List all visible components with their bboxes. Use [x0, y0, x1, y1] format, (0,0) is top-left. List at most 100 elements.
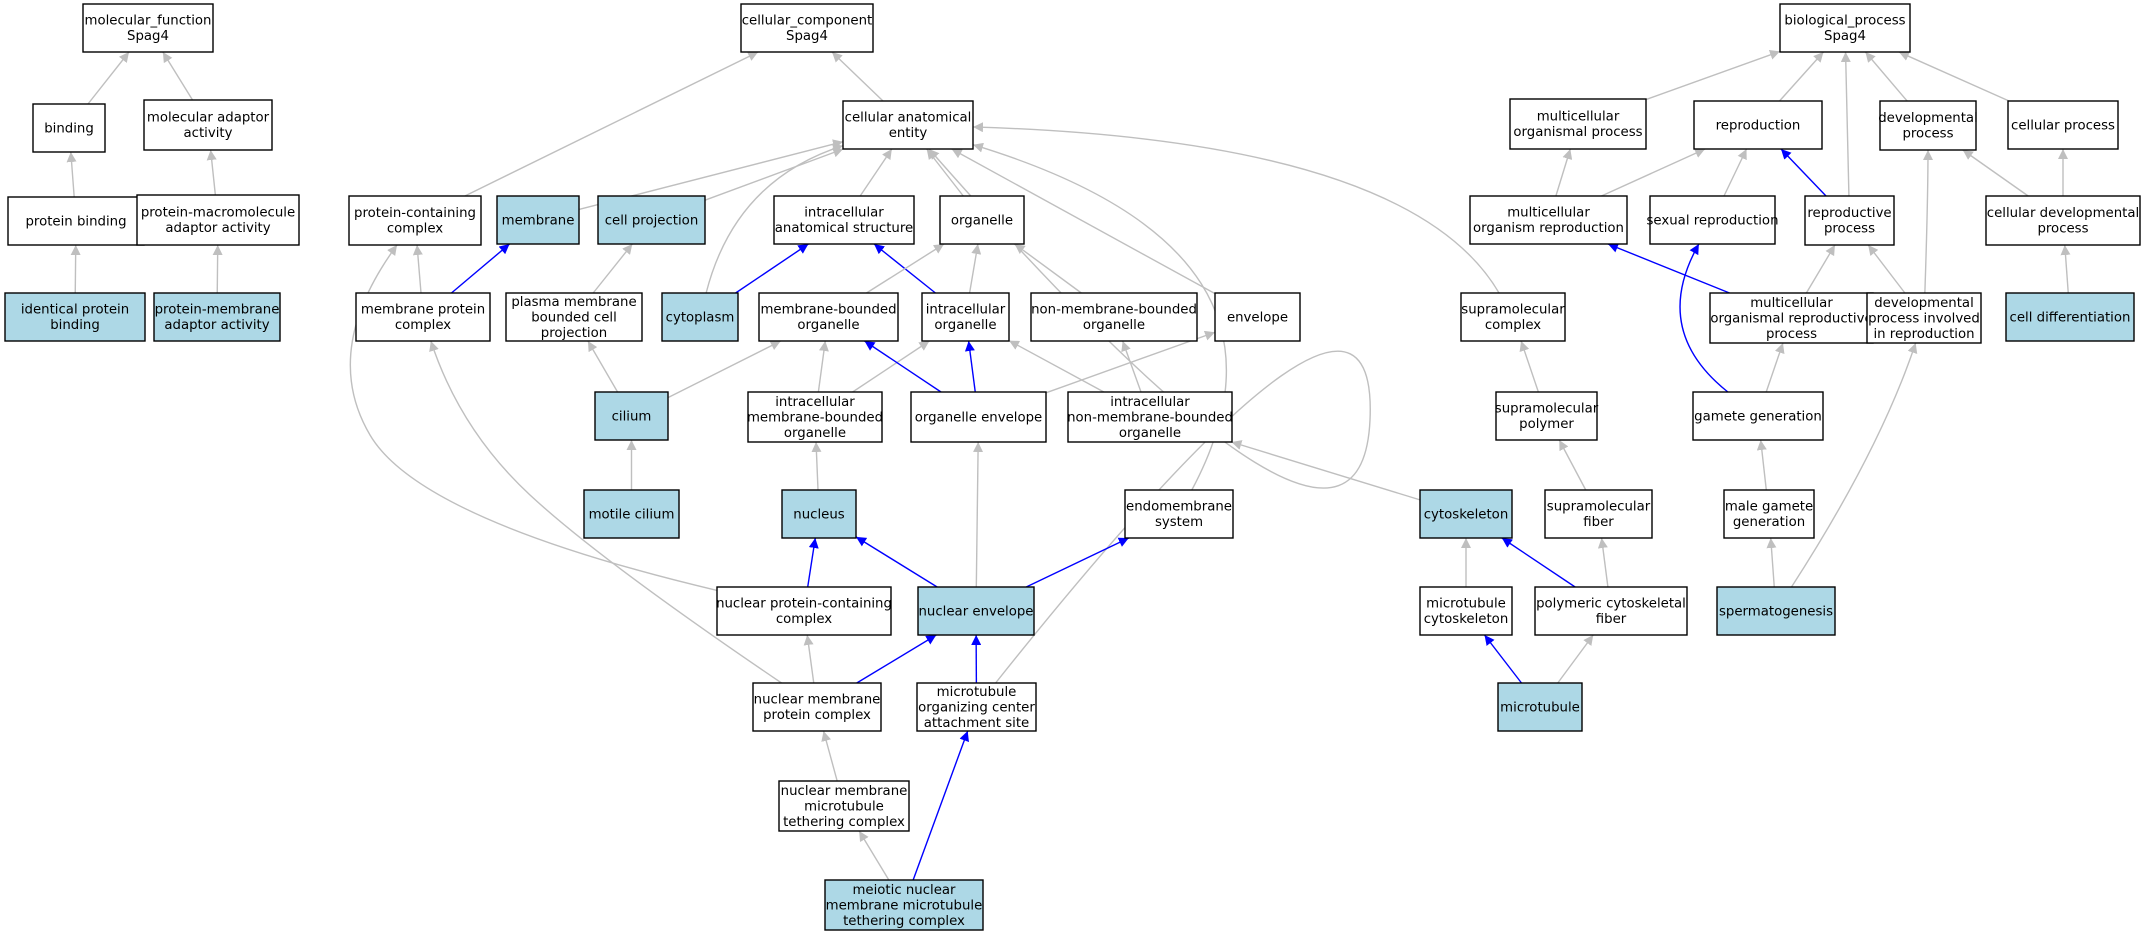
node-label-line: cytoplasm	[666, 310, 735, 325]
go-term-node-reproduction[interactable]: reproduction	[1693, 100, 1823, 150]
go-term-node-envelope[interactable]: envelope	[1214, 292, 1301, 342]
is-a-edge	[162, 51, 194, 101]
part-of-edge	[1501, 537, 1576, 588]
go-term-node-cytoskeleton[interactable]: cytoskeleton	[1419, 489, 1513, 539]
is-a-edge	[1805, 244, 1836, 294]
node-box	[4, 292, 146, 342]
is-a-edge	[704, 147, 844, 201]
node-label-line: supramolecular	[1547, 500, 1651, 515]
go-term-node-binding[interactable]: binding	[32, 103, 106, 153]
node-label-line: nuclear membrane	[754, 693, 881, 708]
part-of-edge	[1483, 634, 1523, 684]
part-of-edge	[1679, 243, 1729, 393]
go-term-node-nucleus[interactable]: nucleus	[781, 489, 857, 539]
is-a-edge	[587, 340, 619, 393]
node-box	[1030, 292, 1198, 342]
go-term-node-motile-cilium[interactable]: motile cilium	[583, 489, 680, 539]
node-label-line: protein-membrane	[155, 303, 280, 318]
is-a-edge	[1558, 439, 1587, 491]
go-term-node-cilium[interactable]: cilium	[594, 391, 669, 441]
go-term-node-organelle[interactable]: organelle	[939, 195, 1025, 245]
node-box	[1866, 292, 1982, 344]
node-label-line: multicellular	[1750, 296, 1833, 311]
go-term-node-cytoplasm[interactable]: cytoplasm	[661, 292, 739, 342]
go-term-node-sexual-repro[interactable]: sexual reproduction	[1647, 195, 1779, 245]
node-box	[1649, 195, 1776, 245]
node-label-line: cellular anatomical	[845, 111, 972, 126]
node-label-line: organelle	[1083, 318, 1145, 333]
go-term-node-org-env[interactable]: organelle envelope	[910, 391, 1047, 443]
go-term-node-inmbo[interactable]: intracellularnon-membrane-boundedorganel…	[1067, 391, 1233, 443]
go-term-node-cell-process[interactable]: cellular process	[2007, 100, 2119, 150]
node-label-line: entity	[889, 126, 928, 141]
node-label-line: complex	[1485, 318, 1541, 333]
go-term-node-protein-binding[interactable]: protein binding	[7, 196, 145, 246]
node-label-line: protein-macromolecule	[141, 206, 295, 221]
is-a-edge	[1601, 148, 1706, 197]
is-a-edge	[1008, 339, 1105, 393]
node-label-line: cilium	[612, 409, 652, 424]
node-label-line: tethering complex	[783, 815, 905, 830]
go-term-node-cell-projection[interactable]: cell projection	[597, 195, 706, 245]
go-term-node-microtubule[interactable]: microtubule	[1497, 682, 1583, 732]
node-label-line: polymer	[1519, 417, 1574, 432]
node-label-line: meiotic nuclear	[852, 883, 956, 898]
node-label-line: bounded cell	[531, 310, 617, 325]
node-label-line: membrane-bounded	[760, 303, 896, 318]
go-term-node-gamete-gen[interactable]: gamete generation	[1692, 391, 1824, 441]
is-a-edge	[1014, 243, 1082, 294]
go-term-node-membrane[interactable]: membrane	[496, 195, 580, 245]
node-box	[153, 292, 281, 342]
go-term-node-spermatogenesis[interactable]: spermatogenesis	[1716, 586, 1836, 636]
part-of-edge	[451, 243, 510, 294]
node-label-line: complex	[395, 318, 451, 333]
node-box	[1419, 489, 1513, 539]
is-a-edge	[1555, 148, 1573, 197]
go-term-node-nuc-env[interactable]: nuclear envelope	[917, 586, 1035, 636]
is-a-edge	[817, 340, 829, 393]
node-box	[910, 391, 1047, 443]
node-box	[1214, 292, 1301, 342]
node-label-line: process	[2037, 222, 2088, 237]
node-label-line: intracellular	[804, 206, 884, 221]
node-label-line: gamete generation	[1694, 409, 1822, 424]
node-box	[917, 586, 1035, 636]
go-term-node-cell-diff[interactable]: cell differentiation	[2005, 292, 2135, 342]
is-a-edge	[412, 244, 423, 294]
